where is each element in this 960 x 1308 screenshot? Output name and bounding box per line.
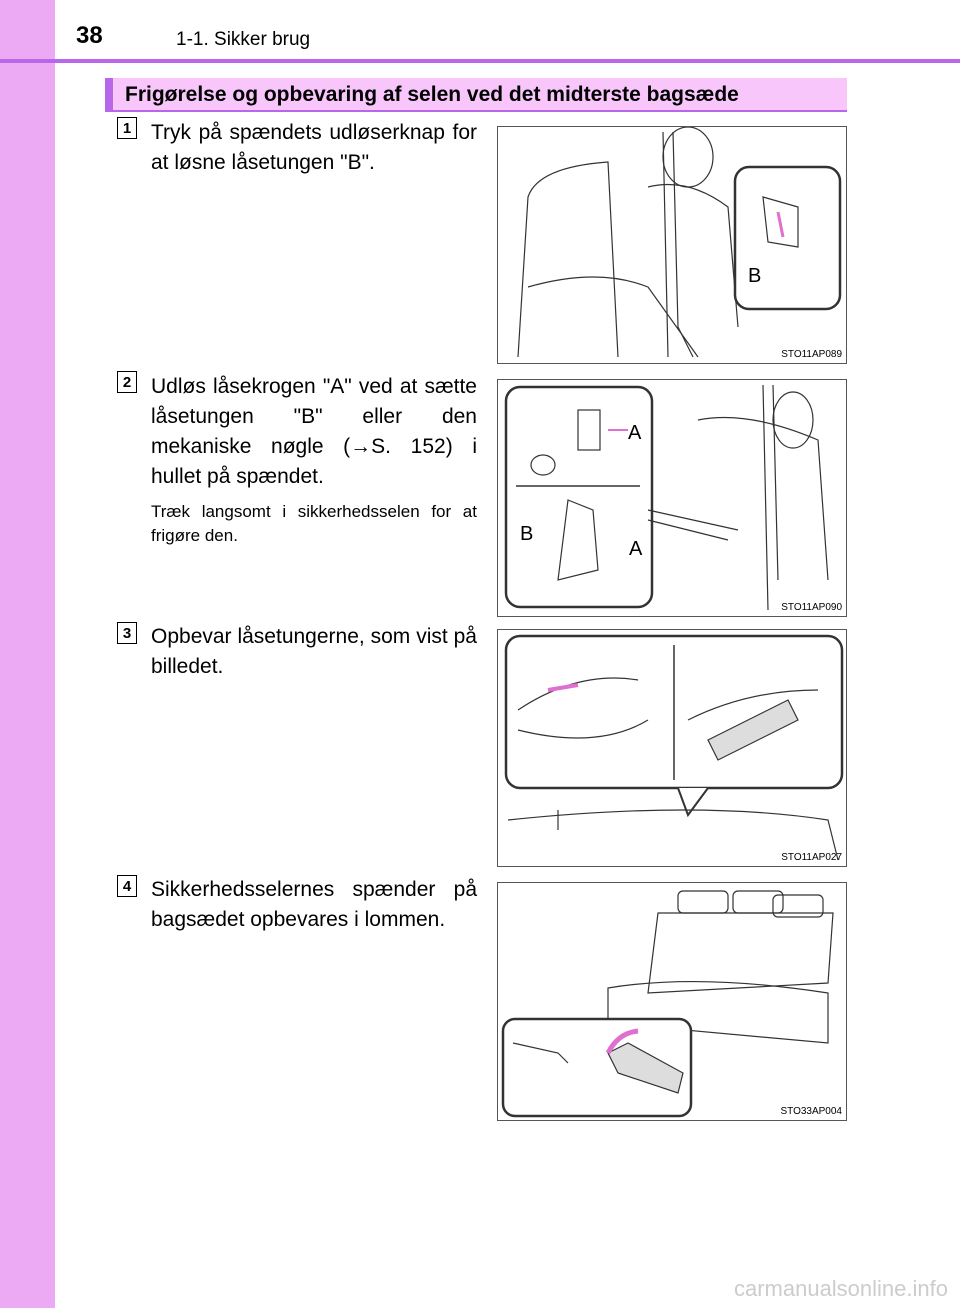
step-text-3: Opbevar låsetungerne, som vist på billed… bbox=[151, 625, 477, 678]
step-text-2: Udløs låsekrogen "A" ved at sætte låsetu… bbox=[151, 375, 477, 488]
label-b: B bbox=[520, 523, 534, 545]
step-number-1: 1 bbox=[117, 117, 137, 139]
buckle-release-illustration bbox=[504, 384, 829, 611]
step-number-4: 4 bbox=[117, 875, 137, 897]
figure-code: STO33AP004 bbox=[780, 1106, 842, 1117]
rear-seat-pocket-illustration bbox=[501, 890, 834, 1118]
step-number-2: 2 bbox=[117, 371, 137, 393]
section-title: 1-1. Sikker brug bbox=[176, 29, 311, 50]
section-heading: Frigørelse og opbevaring af selen ved de… bbox=[105, 78, 847, 112]
figure-step-3: STO11AP027 bbox=[497, 629, 847, 867]
figure-step-2: A B A STO11AP090 bbox=[497, 379, 847, 617]
watermark: carmanualsonline.info bbox=[733, 1276, 948, 1301]
step-number-3: 3 bbox=[117, 622, 137, 644]
step-text-4: Sikkerhedsselernes spænder på bagsædet o… bbox=[151, 878, 477, 931]
label-a-bottom: A bbox=[629, 538, 643, 560]
figure-step-4: STO33AP004 bbox=[497, 882, 847, 1121]
heading-text: Frigørelse og opbevaring af selen ved de… bbox=[125, 83, 739, 106]
page-number: 38 bbox=[76, 22, 103, 49]
side-tab bbox=[0, 0, 55, 1308]
step-text-1: Tryk på spændets udløserknap for at løsn… bbox=[151, 121, 477, 174]
header-divider bbox=[0, 59, 960, 63]
figure-step-1: B STO11AP089 bbox=[497, 126, 847, 364]
seat-buckle-illustration bbox=[517, 127, 842, 358]
tongue-storage-illustration bbox=[504, 634, 844, 861]
figure-code: STO11AP089 bbox=[781, 349, 842, 360]
figure-code: STO11AP090 bbox=[781, 602, 842, 613]
label-b: B bbox=[748, 265, 762, 287]
label-a-top: A bbox=[628, 422, 642, 444]
figure-code: STO11AP027 bbox=[781, 852, 842, 863]
step-note-2: Træk langsomt i sikkerhedsselen for at f… bbox=[151, 502, 477, 545]
